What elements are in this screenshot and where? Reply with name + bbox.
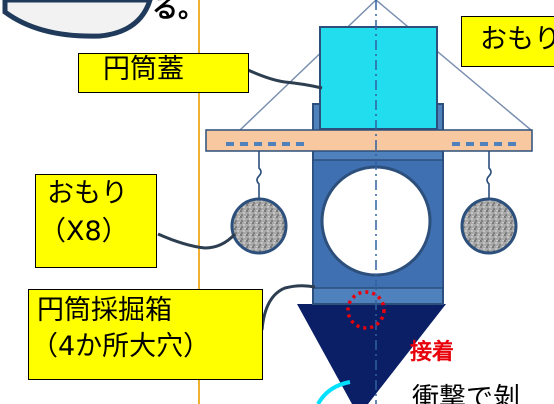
cylinder-box-label-line2: （4か所大穴） [31, 331, 211, 363]
weight-count-label: おもり （X8） [35, 174, 157, 268]
bubble-text-fragment: る。 [152, 0, 205, 24]
cone-tip [297, 304, 446, 404]
cap-label-text: 円筒蓋 [103, 54, 184, 85]
bottom-cyan-curve [316, 380, 351, 404]
cylinder-cap [319, 26, 438, 130]
weight-bar [205, 129, 533, 152]
suspension-lines [239, 0, 532, 131]
weight-count-label-line2: （X8） [39, 216, 129, 248]
impact-text-fragment: 衝撃で剝 [412, 383, 520, 404]
bond-marker-circle [346, 290, 386, 330]
box-leader-line [260, 284, 316, 331]
right-weight-wire [486, 151, 492, 200]
weight-label-top-text: おもり [480, 24, 554, 55]
right-weight [460, 197, 518, 255]
cap-label: 円筒蓋 [78, 53, 249, 93]
cylinder-box-label: 円筒採掘箱 （4か所大穴） [28, 289, 263, 380]
weight-leader-line [157, 232, 237, 250]
weight-label-top: おもり [461, 16, 554, 67]
left-weight-wire [256, 151, 262, 200]
weight-count-label-line1: おもり [47, 178, 128, 209]
bar-dash-marks [226, 142, 516, 146]
bond-label: 接着 [410, 340, 455, 365]
speech-bubble-shape [2, 0, 153, 39]
cap-leader-line [247, 68, 323, 90]
cylinder-box-label-line1: 円筒採掘箱 [37, 295, 172, 326]
left-weight [230, 197, 288, 255]
